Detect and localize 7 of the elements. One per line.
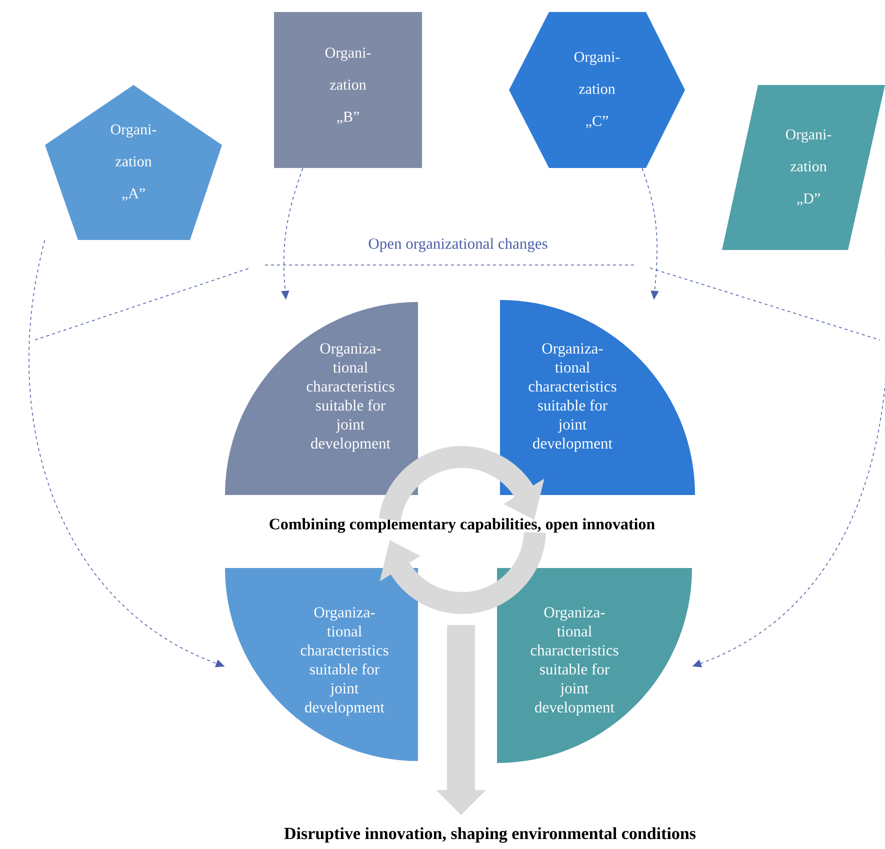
square-box: Organi- zation „B” — [274, 12, 422, 168]
caption-text: Open organizational changes — [368, 238, 548, 252]
heading-text: Disruptive innovation, shaping environmental conditions — [283, 826, 698, 844]
cycle-arrow — [380, 532, 546, 614]
cycle-arrow — [378, 446, 544, 522]
heading-text: Combining complementary capabilities, open innovation — [268, 517, 656, 534]
block-arrow — [436, 625, 486, 815]
